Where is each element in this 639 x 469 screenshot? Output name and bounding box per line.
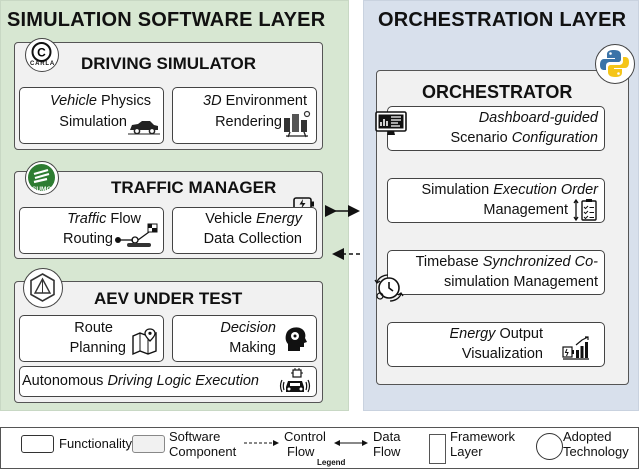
simulation-layer-title: SIMULATION SOFTWARE LAYER (7, 9, 326, 31)
orchestration-layer: ORCHESTRATION LAYER ORCHESTRATOR Dashboa… (363, 0, 639, 411)
decision-making: Decision Making (172, 315, 317, 362)
traffic-flow-l2: Routing (63, 231, 113, 247)
vehicle-physics-simulation: Vehicle Physics Simulation (19, 87, 164, 144)
dashboard-monitor-icon (375, 111, 407, 135)
legend-adopted-l1: Adopted (563, 429, 612, 444)
energy-bar-chart-icon (562, 336, 589, 360)
svg-text:C: C (37, 46, 46, 60)
timebase-l1b: Synchronized Co- (482, 254, 598, 270)
traffic-flow-l1a: Traffic (67, 211, 107, 227)
decision-making-l2: Making (229, 340, 276, 356)
3d-env-l2: Rendering (215, 114, 282, 130)
vehicle-physics-l1a: Vehicle (49, 93, 97, 109)
clock-sync-icon (374, 274, 404, 302)
city-scene-icon (284, 110, 311, 138)
carla-logo-text: CARLA (30, 61, 55, 67)
legend-adopted-l2: Technology (563, 444, 629, 459)
timebase-l2: simulation Management (444, 274, 598, 290)
driving-simulator-component: C CARLA DRIVING SIMULATOR Vehicle Physic… (14, 38, 323, 150)
orchestrator-title: ORCHESTRATOR (422, 82, 573, 102)
energy-output-l1b: Output (495, 326, 543, 342)
python-logo-icon (600, 50, 629, 77)
decision-making-l1: Decision (220, 320, 276, 336)
checklist-order-icon (573, 198, 597, 222)
legend-software-l2: Component (169, 444, 237, 459)
energy-output-l1a: Energy (449, 326, 496, 342)
timebase-l1a: Timebase (415, 254, 483, 270)
3d-env-l1b: Environment (221, 93, 307, 109)
exec-order-l1a: Simulation (421, 182, 494, 198)
3d-environment-rendering: 3D Environment Rendering (172, 87, 317, 144)
aev-title: AEV UNDER TEST (94, 289, 243, 308)
autonomous-car-icon (279, 368, 311, 393)
autonomous-l1a: Autonomous (22, 373, 108, 389)
traffic-flow-l1b: Flow (106, 211, 141, 227)
vehicle-physics-l1b: Physics (97, 93, 151, 109)
legend-title: Legend (317, 458, 346, 467)
vehicle-energy-l1b: Energy (256, 211, 302, 227)
legend-data-flow-line (334, 440, 368, 446)
aev-under-test-component: AEV UNDER TEST Route Planning Decision M… (14, 268, 323, 403)
legend-technology-swatch (536, 433, 563, 460)
autonomous-l1b: Driving Logic Execution (107, 373, 259, 389)
traffic-flow-routing: Traffic Flow Routing (19, 207, 164, 254)
orchestration-layer-title: ORCHESTRATION LAYER (378, 9, 627, 31)
dashboard-scenario-configuration: Dashboard-guided Scenario Configuration (387, 106, 605, 151)
flow-arrows (325, 205, 360, 260)
python-logo (595, 44, 635, 84)
simulation-execution-order-management: Simulation Execution Order Management (387, 178, 605, 223)
legend-functionality-label: Functionality (59, 436, 132, 451)
vehicle-energy-l2: Data Collection (203, 231, 302, 247)
legend-control-l2: Flow (287, 444, 315, 459)
legend-framework-l2: Layer (450, 444, 483, 459)
legend-control-flow-line (244, 440, 279, 446)
energy-output-visualization: Energy Output Visualization (387, 322, 605, 367)
vehicle-energy-data-collection: Vehicle Energy Data Collection (172, 207, 317, 254)
car-icon (128, 121, 160, 135)
carla-logo-icon: C (31, 42, 52, 62)
exec-order-l2: Management (483, 202, 568, 218)
traffic-manager-title-b: MANAGER (188, 178, 277, 197)
energy-output-l2: Visualization (461, 346, 543, 362)
vehicle-physics-l2: Simulation (59, 114, 127, 130)
legend-control-l1: Control (284, 429, 326, 444)
legend-data-l1: Data (373, 429, 401, 444)
legend-software-swatch (132, 435, 165, 453)
legend-box: Functionality Software Component Control… (0, 427, 639, 469)
exec-order-l1b: Execution Order (493, 182, 598, 198)
traffic-manager-title-a: TRAFFIC (111, 178, 189, 197)
dashboard-l2b: Configuration (511, 130, 598, 146)
route-planning: Route Planning (19, 315, 164, 362)
traffic-manager-component: SUMO TRAFFIC MANAGER Traffic Flow Routin… (14, 161, 323, 259)
map-pin-icon (132, 328, 157, 356)
sumo-logo: SUMO (25, 161, 59, 195)
legend-functionality-swatch (21, 435, 54, 453)
dashboard-l1: Dashboard-guided (478, 110, 598, 126)
simulation-software-layer: SIMULATION SOFTWARE LAYER C CARLA DRIVIN… (0, 0, 349, 411)
aev-logo (23, 268, 63, 308)
legend-framework-swatch (429, 434, 446, 464)
legend-software-l1: Software (169, 429, 221, 444)
timebase-synchronized-cosimulation-management: Timebase Synchronized Co- simulation Man… (387, 250, 605, 295)
legend-framework-l1: Framework (450, 429, 516, 444)
sumo-logo-text: SUMO (32, 186, 52, 193)
route-points-icon (115, 223, 158, 247)
carla-logo: C CARLA (25, 38, 59, 72)
autonomous-driving-logic-execution: Autonomous Driving Logic Execution (19, 366, 317, 397)
hexagon-logo-icon (30, 273, 55, 302)
orchestrator-component: ORCHESTRATOR Dashboard-guided Scenario C… (374, 44, 635, 385)
legend-data-l2: Flow (373, 444, 401, 459)
brain-head-icon (285, 327, 307, 351)
dashboard-l2a: Scenario (450, 130, 512, 146)
driving-simulator-title: DRIVING SIMULATOR (81, 54, 257, 73)
vehicle-energy-l1a: Vehicle (205, 211, 257, 227)
route-planning-l1: Route (74, 320, 113, 336)
sumo-logo-icon (28, 164, 55, 191)
route-planning-l2: Planning (69, 340, 126, 356)
3d-env-l1a: 3D (203, 93, 222, 109)
